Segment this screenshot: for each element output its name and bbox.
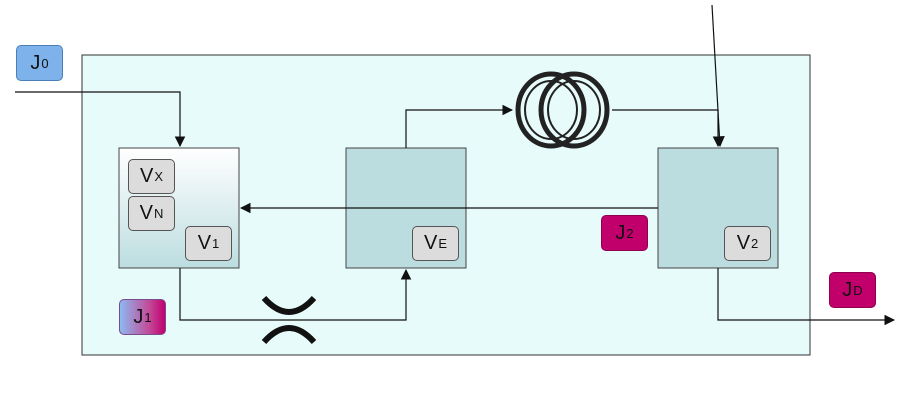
fiber-coil-icon — [515, 71, 610, 149]
label-jd-main: J — [842, 278, 853, 301]
label-ve-sub: E — [438, 236, 447, 251]
output-arrow-jd — [717, 268, 896, 326]
label-j2-sub: 2 — [626, 225, 634, 241]
label-v2-sub: 2 — [751, 236, 759, 251]
ve-to-coil-arrow — [405, 104, 514, 148]
label-vx-sub: X — [154, 169, 163, 184]
label-j0-sub: 0 — [41, 55, 49, 71]
label-vn-main: V — [139, 202, 153, 224]
label-ve-main: V — [423, 232, 438, 254]
label-j2-main: J — [615, 221, 626, 244]
label-j1-sub: 1 — [144, 309, 152, 325]
top-input-arrow — [711, 4, 725, 148]
label-vn-sub: N — [153, 206, 164, 221]
label-jd-sub: D — [853, 282, 863, 298]
input-arrow-j0 — [15, 91, 186, 148]
coupler-icon — [261, 295, 317, 345]
label-j0-main: J — [30, 51, 41, 74]
label-vx-main: V — [139, 165, 154, 187]
label-v1-sub: 1 — [212, 236, 220, 251]
v1-to-ve-arrow — [179, 268, 412, 321]
label-v1-main: V — [197, 232, 212, 254]
label-v2-main: V — [736, 232, 751, 254]
label-j1-main: J — [133, 305, 144, 328]
